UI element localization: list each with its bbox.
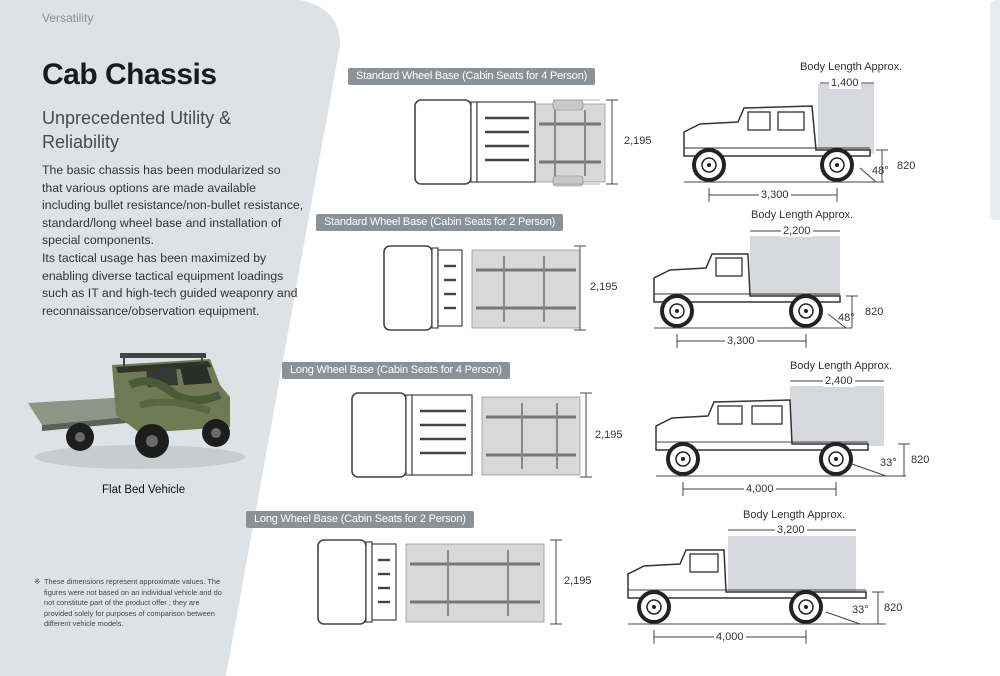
variant-1-tag: Standard Wheel Base (Cabin Seats for 4 P…: [348, 68, 596, 85]
variant-2-side-view: [653, 230, 858, 348]
variant-1-width: 2,195: [624, 135, 652, 147]
variant-3-side-view: [655, 380, 910, 496]
variant-2-body-length: 2,200: [781, 225, 813, 237]
variant-3-body-length: 2,400: [823, 375, 855, 387]
variant-2-width: 2,195: [590, 281, 618, 293]
scrollbar[interactable]: [990, 0, 1000, 220]
body-text: The basic chassis has been modularized s…: [42, 162, 304, 320]
disclaimer-mark: ※: [34, 577, 41, 586]
variant-1-height: 820: [897, 160, 916, 172]
variant-4-body-length: 3,200: [775, 524, 807, 536]
variant-3-tag: Long Wheel Base (Cabin Seats for 4 Perso…: [282, 362, 510, 379]
variant-1-body-length: 1,400: [829, 77, 861, 89]
variant-1-angle: 48°: [872, 165, 889, 177]
disclaimer: ※ These dimensions represent approximate…: [34, 577, 224, 630]
variant-3-width: 2,195: [595, 429, 623, 441]
body-paragraph-2: Its tactical usage has been maximized by…: [42, 250, 298, 318]
variant-1-top-view: [413, 98, 618, 188]
variant-1-wheelbase: 3,300: [759, 189, 791, 201]
variant-4-top-view: [317, 539, 562, 625]
variant-3-wheelbase: 4,000: [744, 483, 776, 495]
variant-3-top-view: [351, 392, 592, 478]
disclaimer-text: These dimensions represent approximate v…: [44, 577, 222, 628]
variant-3-height: 820: [911, 454, 930, 466]
variant-4-height: 820: [884, 602, 903, 614]
body-paragraph-1: The basic chassis has been modularized s…: [42, 163, 304, 248]
variant-4-angle: 33°: [852, 604, 869, 616]
variant-3-angle: 33°: [880, 457, 897, 469]
page-title: Cab Chassis: [42, 58, 217, 91]
page-subtitle: Unprecedented Utility & Reliability: [42, 108, 232, 152]
section-label: Versatility: [42, 11, 94, 25]
variant-2-wheelbase: 3,300: [725, 335, 757, 347]
variant-2-body-label: Body Length Approx.: [751, 209, 854, 221]
variant-4-wheelbase: 4,000: [714, 631, 746, 643]
variant-2-top-view: [383, 245, 586, 331]
variant-2-tag: Standard Wheel Base (Cabin Seats for 2 P…: [316, 214, 564, 231]
variant-4-width: 2,195: [564, 575, 592, 587]
photo-caption: Flat Bed Vehicle: [102, 484, 186, 496]
variant-4-tag: Long Wheel Base (Cabin Seats for 2 Perso…: [246, 511, 474, 528]
variant-3-body-label: Body Length Approx.: [790, 360, 893, 372]
variant-4-side-view: [627, 529, 886, 644]
variant-2-height: 820: [865, 306, 884, 318]
variant-2-angle: 48°: [838, 312, 855, 324]
variant-4-body-label: Body Length Approx.: [743, 509, 846, 521]
variant-1-side-view: [683, 82, 888, 202]
flat-bed-vehicle-photo: [28, 353, 245, 469]
variant-1-body-label: Body Length Approx.: [800, 61, 903, 73]
